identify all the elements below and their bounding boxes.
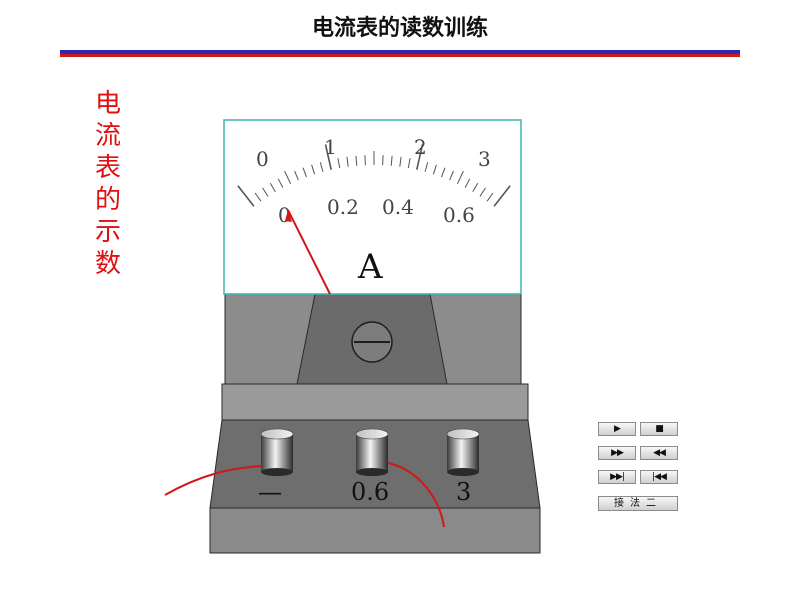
dial-tick — [355, 155, 358, 166]
side-title-char: 数 — [94, 249, 121, 279]
upper-scale-label: 3 — [478, 147, 491, 171]
play-button[interactable]: ▶ — [598, 422, 636, 436]
side-vertical-title: 电 流 表 的 示 数 — [88, 88, 128, 280]
dial-tick — [472, 182, 479, 193]
dial-tick — [390, 155, 393, 166]
upper-scale-label: 2 — [414, 135, 427, 159]
terminal-negative — [260, 428, 294, 476]
terminal-0-6 — [355, 428, 389, 476]
meter-needle — [285, 209, 331, 295]
page-title: 电流表的读数训练 — [311, 16, 488, 41]
connection-mode-button[interactable]: 接法二 — [598, 496, 678, 511]
dial-tick — [449, 170, 454, 181]
dial-tick — [319, 162, 324, 172]
dial-tick — [416, 144, 424, 170]
dial-tick — [254, 192, 262, 202]
dial-tick — [269, 182, 276, 193]
side-title-char: 的 — [94, 185, 121, 215]
header-divider-blue — [60, 50, 740, 54]
dial-tick — [262, 187, 269, 197]
skip-end-button[interactable]: ▶▶| — [598, 470, 636, 484]
dial-tick — [441, 167, 446, 178]
side-title-char: 流 — [94, 121, 121, 151]
wire-negative — [164, 465, 263, 496]
dial-tick — [479, 187, 486, 197]
terminal-label-3: 3 — [456, 478, 471, 506]
side-title-char: 示 — [94, 217, 121, 247]
side-title-char: 电 — [94, 89, 121, 119]
dial-tick — [311, 164, 316, 175]
dial-tick — [424, 162, 429, 172]
dial-tick — [284, 170, 292, 185]
meter-body-lower — [221, 383, 529, 421]
header-divider-red — [60, 54, 740, 57]
dial-tick — [237, 185, 255, 207]
zero-adjust-screw — [351, 321, 393, 363]
dial-tick — [346, 156, 349, 167]
dial-tick — [486, 192, 494, 202]
dial-tick — [294, 170, 299, 181]
dial-scale-ticks — [237, 144, 511, 207]
dial-tick — [464, 178, 471, 188]
fast-forward-button[interactable]: ▶▶ — [598, 446, 636, 460]
dial-tick — [277, 178, 284, 188]
dial-tick — [302, 167, 307, 178]
terminal-label-negative: — — [258, 478, 282, 506]
side-title-char: 表 — [94, 153, 121, 183]
dial-tick — [399, 156, 402, 167]
dial-tick — [456, 170, 464, 185]
upper-scale-label: 1 — [324, 135, 337, 159]
dial-tick — [324, 144, 332, 170]
dial-tick — [337, 158, 341, 169]
dial-tick — [493, 185, 511, 207]
dial-tick — [432, 164, 437, 175]
wire-0-6 — [387, 462, 445, 528]
lower-scale-label: 0.4 — [382, 195, 414, 219]
lower-scale-label: 0.2 — [327, 195, 359, 219]
lower-scale-label: 0.6 — [443, 203, 475, 227]
meter-unit-label: A — [357, 247, 383, 287]
dial-tick — [382, 155, 384, 166]
meter-base-front — [209, 507, 541, 554]
skip-start-button[interactable]: |◀◀ — [640, 470, 678, 484]
terminal-label-0-6: 0.6 — [351, 478, 389, 506]
dial-tick — [364, 155, 366, 166]
dial-tick — [407, 158, 411, 169]
terminal-3 — [446, 428, 480, 476]
stop-button[interactable]: ■ — [640, 422, 678, 436]
meter-dial-face — [223, 119, 522, 295]
rewind-button[interactable]: ◀◀ — [640, 446, 678, 460]
upper-scale-label: 0 — [256, 147, 269, 171]
